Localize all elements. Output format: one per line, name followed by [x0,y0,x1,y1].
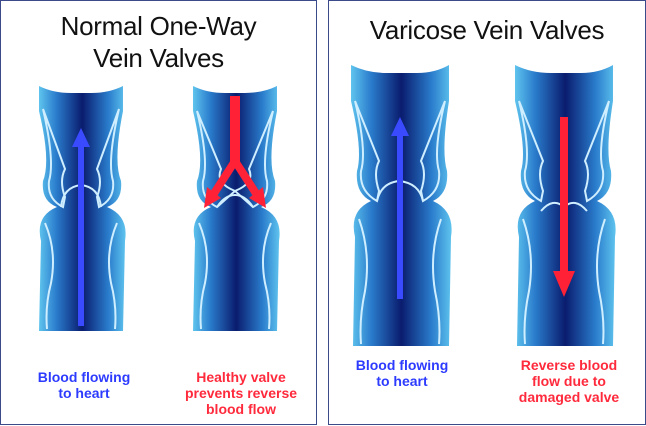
varicose-valves-panel: Varicose Vein Valves [328,0,646,425]
normal-red-caption-line2: prevents reverse [171,385,311,401]
normal-blue-caption-line1: Blood flowing [19,369,149,385]
normal-red-caption-line3: blood flow [171,401,311,417]
panel-separator [317,0,328,425]
normal-blue-caption: Blood flowing to heart [19,369,149,401]
varicose-blue-caption-line1: Blood flowing [337,357,467,373]
varicose-blue-caption: Blood flowing to heart [337,357,467,389]
normal-valves-panel: Normal One-Way Vein Valves [0,0,317,425]
varicose-red-caption-line1: Reverse blood [501,357,637,373]
varicose-red-caption-line3: damaged valve [501,389,637,405]
varicose-blue-caption-line2: to heart [337,373,467,389]
normal-valves-illustration [1,1,318,426]
varicose-red-caption: Reverse blood flow due to damaged valve [501,357,637,405]
normal-red-caption: Healthy valve prevents reverse blood flo… [171,369,311,417]
normal-red-caption-line1: Healthy valve [171,369,311,385]
varicose-red-caption-line2: flow due to [501,373,637,389]
normal-blue-caption-line2: to heart [19,385,149,401]
